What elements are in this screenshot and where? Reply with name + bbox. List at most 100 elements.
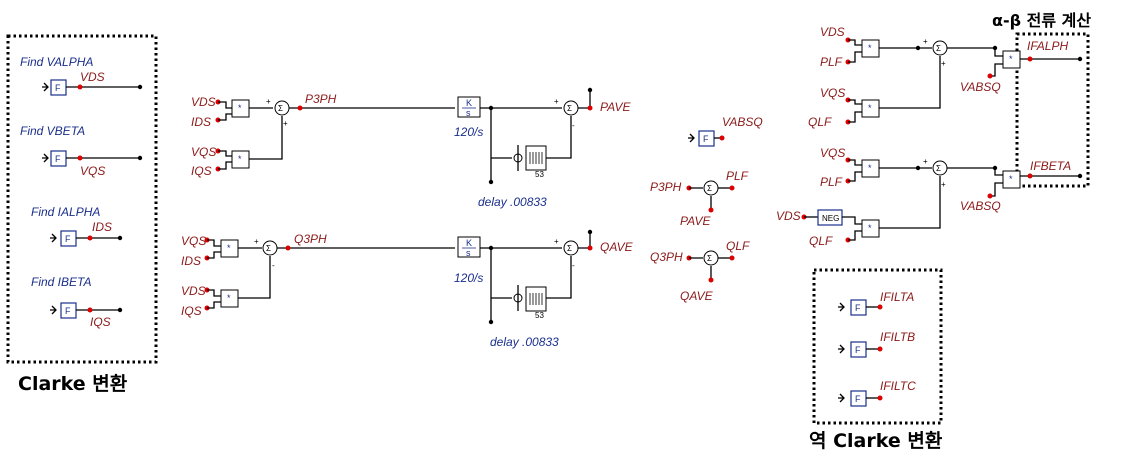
ifalph-calculation[interactable]: VDS PLF VQS QLF * * Σ + + VABSQ * IFALPH	[808, 25, 1083, 129]
ab-den-label: VABSQ	[960, 199, 1001, 213]
ab-den-label: VABSQ	[960, 80, 1001, 94]
inverse-clarke-title: 역 Clarke 변환	[809, 430, 943, 452]
inverse-item-ifiltb[interactable]: F IFILTB	[838, 330, 915, 358]
clarke-caption: Find IALPHA	[31, 205, 100, 219]
multiplier-glyph: *	[868, 223, 872, 233]
output-node-icon	[87, 307, 93, 313]
ab-input-label: VDS	[820, 25, 845, 39]
delay-label: delay .00833	[490, 335, 559, 349]
sign-label: +	[923, 37, 928, 46]
inverse-signal-label: IFILTA	[880, 290, 914, 304]
summer-glyph: Σ	[567, 104, 572, 113]
neg-glyph: NEG	[822, 214, 839, 223]
plf-input-label: P3PH	[650, 180, 682, 194]
summer-glyph: Σ	[936, 44, 941, 53]
ab-input-label: VQS	[820, 146, 845, 160]
multiplier-glyph: *	[238, 154, 242, 164]
clarke-group-border	[6, 34, 158, 364]
function-block-glyph: F	[855, 345, 861, 355]
delay-label: delay .00833	[478, 195, 547, 209]
qlf-input-label: Q3PH	[650, 250, 683, 264]
delay-n: 53	[535, 170, 544, 179]
ab-out-label: IFALPH	[1027, 39, 1068, 53]
q-out-label: QAVE	[600, 240, 634, 254]
summer-glyph: Σ	[567, 244, 572, 253]
integrator-gain: 120/s	[454, 125, 483, 139]
clarke-caption: Find IBETA	[31, 275, 91, 289]
ab-input-label: VQS	[820, 86, 845, 100]
sign-label: -	[272, 261, 275, 270]
sign-label: +	[941, 180, 946, 189]
ab-input-label: QLF	[809, 234, 833, 248]
output-node-icon	[77, 155, 83, 161]
p-input-label: IQS	[191, 164, 212, 178]
multiplier-glyph: *	[868, 43, 872, 53]
q-input-label: IDS	[181, 254, 201, 268]
ab-input-label: PLF	[820, 175, 843, 189]
function-block-glyph: F	[55, 83, 61, 93]
inverse-item-ifiltc[interactable]: F IFILTC	[838, 379, 916, 407]
sign-label: +	[283, 119, 288, 128]
p-input-label: VDS	[191, 95, 216, 109]
sign-label: +	[266, 97, 271, 106]
plf-out-label: PLF	[726, 169, 749, 183]
q-calculation[interactable]: VQS IDS VDS IQS * * Σ + - Q3PH K s 120/s…	[181, 229, 634, 349]
divider-icon	[1002, 170, 1021, 189]
sign-label: -	[572, 121, 575, 130]
plf-summer[interactable]: P3PH PAVE Σ PLF	[650, 169, 749, 228]
clarke-signal-label: VQS	[80, 164, 105, 178]
sign-label: +	[923, 157, 928, 166]
inverse-signal-label: IFILTC	[880, 379, 916, 393]
clarke-item-ialpha[interactable]: Find IALPHA IDS F	[31, 205, 123, 247]
function-block-glyph: F	[65, 306, 71, 316]
qlf-out-label: QLF	[726, 239, 750, 253]
integrator-icon	[457, 236, 481, 258]
function-block-glyph: F	[65, 234, 71, 244]
clarke-item-ibeta[interactable]: Find IBETA IQS F	[31, 275, 123, 329]
vabsq-label: VABSQ	[722, 115, 763, 129]
delay-n: 53	[535, 311, 544, 320]
q-input-label: VQS	[181, 234, 206, 248]
integrator-num: K	[466, 238, 472, 248]
p-calculation[interactable]: VDS IDS VQS IQS * * Σ + + P3PH K s 120/s	[191, 87, 631, 209]
multiplier-glyph: *	[227, 293, 231, 303]
qlf-summer[interactable]: Q3PH QAVE Σ QLF	[650, 239, 750, 303]
q-input-label: IQS	[181, 304, 202, 318]
clarke-caption: Find VALPHA	[20, 55, 93, 69]
alpha-beta-output-border	[1015, 32, 1090, 188]
clarke-item-vbeta[interactable]: Find VBETA VQS F	[20, 124, 143, 178]
function-block-glyph: F	[855, 394, 861, 404]
qlf-input-label: QAVE	[680, 289, 714, 303]
q-sum-label: Q3PH	[294, 232, 327, 246]
clarke-signal-label: IQS	[90, 315, 111, 329]
clarke-title: Clarke 변환	[18, 373, 128, 395]
sign-label: +	[254, 237, 259, 246]
integrator-icon	[457, 96, 481, 118]
function-block-glyph: F	[703, 134, 709, 144]
p-input-label: VQS	[191, 145, 216, 159]
multiplier-glyph: *	[868, 163, 872, 173]
function-block-glyph: F	[855, 303, 861, 313]
summer-glyph: Σ	[266, 244, 271, 253]
summer-glyph: Σ	[707, 254, 712, 263]
divider-glyph: *	[1009, 174, 1013, 184]
inverse-item-ifilta[interactable]: F IFILTA	[838, 290, 914, 316]
integrator-den: s	[466, 108, 471, 118]
p-input-label: IDS	[191, 115, 211, 129]
q-input-label: VDS	[181, 284, 206, 298]
ifbeta-calculation[interactable]: VQS PLF VDS QLF * NEG * Σ + + VABSQ * IF…	[776, 146, 1083, 248]
p-out-label: PAVE	[600, 100, 631, 114]
inverse-clarke-border	[812, 268, 943, 425]
summer-glyph: Σ	[278, 104, 283, 113]
integrator-den: s	[466, 248, 471, 258]
sign-label: +	[554, 237, 559, 246]
ab-input-label: VDS	[776, 209, 801, 223]
ab-input-label: PLF	[820, 55, 843, 69]
output-node-icon	[87, 235, 93, 241]
ab-out-label: IFBETA	[1030, 159, 1071, 173]
clarke-item-valpha[interactable]: Find VALPHA VDS F	[20, 55, 143, 96]
inverse-signal-label: IFILTB	[880, 330, 915, 344]
integrator-gain: 120/s	[454, 271, 483, 285]
vabsq-block[interactable]: F VABSQ	[688, 115, 763, 147]
multiplier-glyph: *	[868, 103, 872, 113]
